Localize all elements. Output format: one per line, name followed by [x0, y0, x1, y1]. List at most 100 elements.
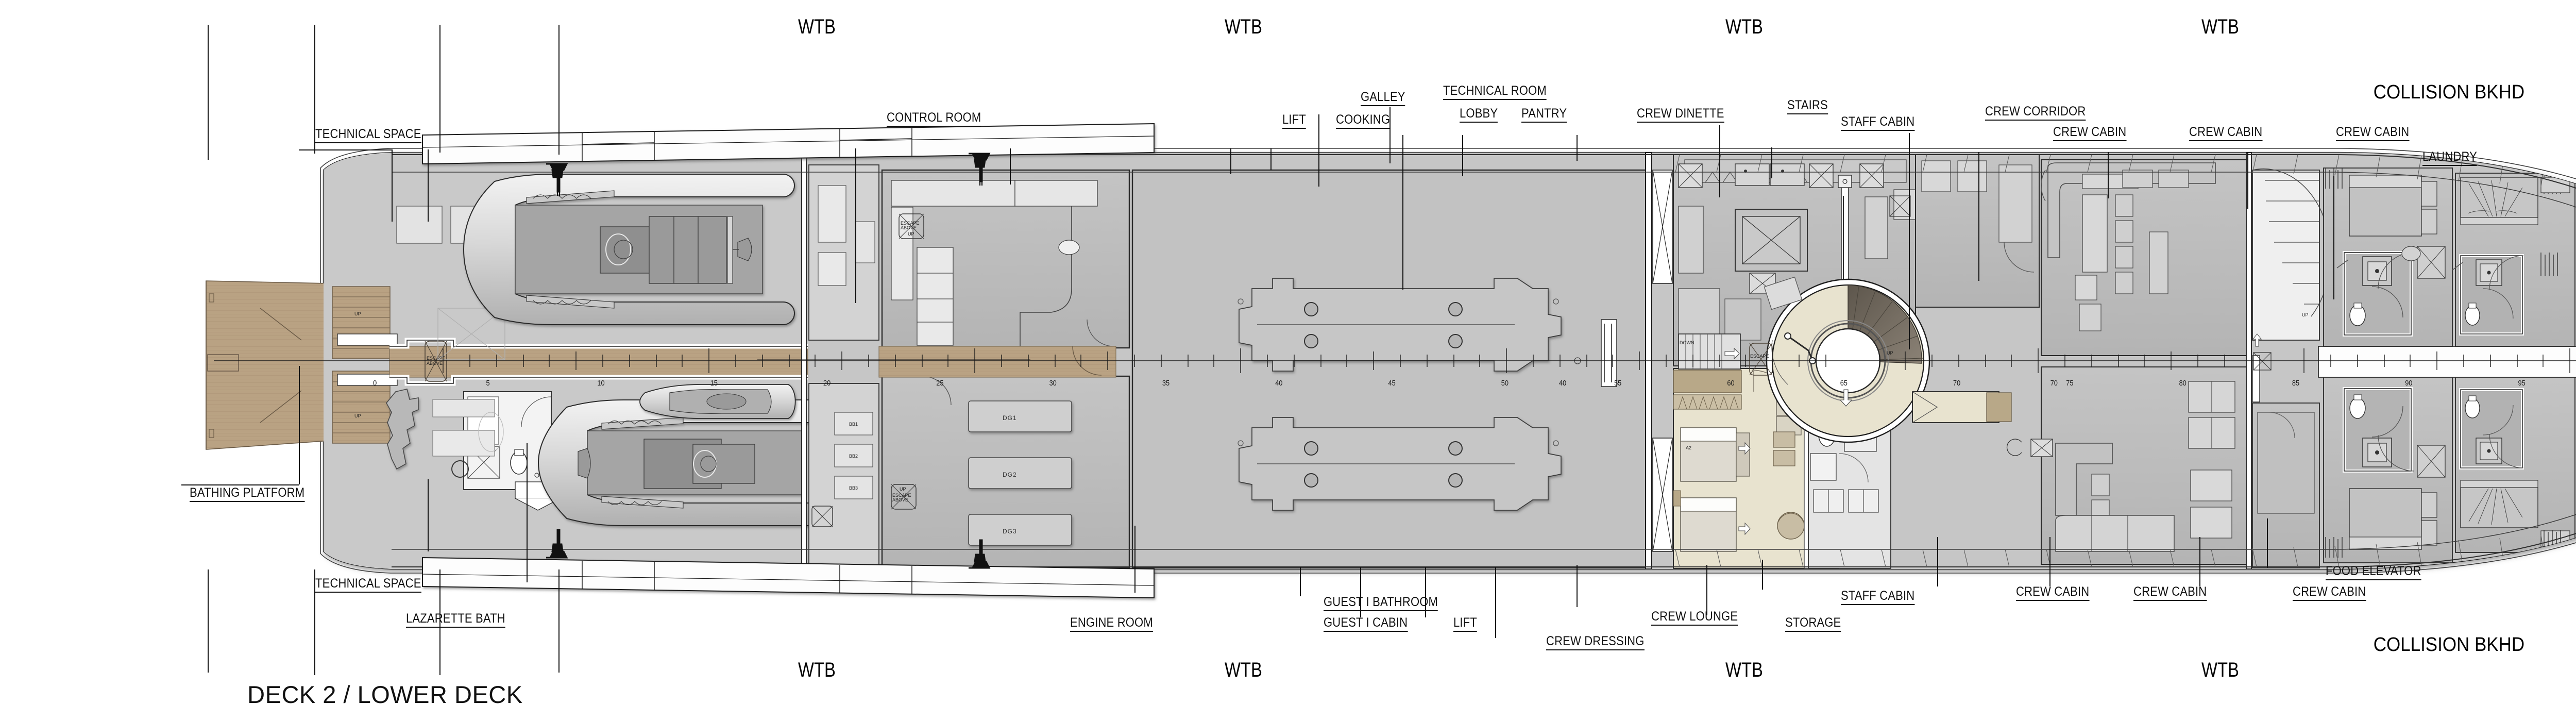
stern-stairs: UP UP: [332, 286, 398, 444]
station-numbers: 0 5 10 15 20 25 30 35 40 45 50 55 60 65 …: [373, 378, 2526, 387]
jet-tender: [639, 384, 796, 419]
svg-text:65: 65: [1840, 378, 1848, 387]
wtb-label-bottom-4: WTB: [2201, 659, 2240, 682]
label-lazarette-bath: LAZARETTE BATH: [406, 612, 506, 628]
leader-storage: [1706, 565, 1707, 615]
label-crew-cabin-2: CREW CABIN: [2189, 126, 2263, 142]
leader-guest-1-bathroom: [1300, 567, 1301, 596]
svg-text:A2: A2: [1686, 445, 1691, 450]
label-crew-cabin-6: CREW CABIN: [2292, 585, 2366, 601]
leader-laundry: [2333, 176, 2334, 299]
dg2-tag: DG2: [1003, 471, 1017, 478]
label-crew-cabin-1: CREW CABIN: [2053, 126, 2127, 142]
svg-text:ABOVE: ABOVE: [901, 225, 917, 230]
wtb-label-bottom-1: WTB: [798, 659, 836, 682]
label-guest-1-bathroom: GUEST I BATHROOM: [1323, 596, 1438, 612]
wtb-label-top-4: WTB: [2201, 15, 2240, 38]
label-bathing-platform: BATHING PLATFORM: [190, 487, 305, 502]
leader-control-room: [855, 148, 856, 303]
label-cooking: COOKING: [1335, 113, 1391, 129]
svg-text:0: 0: [373, 378, 377, 387]
leader-lift: [1230, 148, 1231, 174]
label-guest-1-cabin: GUEST I CABIN: [1323, 616, 1408, 632]
collision-bkhd-label-bottom: COLLISION BKHD: [2373, 634, 2524, 656]
label-crew-cabin-5: CREW CABIN: [2133, 585, 2207, 601]
svg-text:20: 20: [823, 378, 831, 387]
wtb-label-top-1: WTB: [798, 15, 836, 38]
svg-text:45: 45: [1388, 378, 1396, 387]
engine-room: [1131, 169, 1649, 569]
crew-dressing-stair: DOWN: [1678, 333, 1741, 370]
label-technical-space-upper: TECHNICAL SPACE: [315, 128, 421, 144]
leader-crew-cabin-3: [2247, 152, 2248, 209]
svg-text:70: 70: [1953, 378, 1960, 387]
garage-hatch-lower: [811, 506, 833, 527]
svg-text:10: 10: [597, 378, 604, 387]
collision-bkhd-label-top: COLLISION BKHD: [2373, 81, 2524, 104]
leader-lobby: [1402, 135, 1403, 290]
crew-stairs: UP: [2252, 168, 2331, 403]
svg-text:UP: UP: [2302, 312, 2309, 317]
wtb-engine-fwd: [1601, 319, 1617, 387]
leader-lift-lower: [1425, 567, 1426, 617]
svg-text:ABOVE: ABOVE: [427, 361, 443, 366]
dg3-tag: DG3: [1003, 528, 1017, 535]
svg-text:ABOVE: ABOVE: [892, 497, 908, 502]
lazarette-passage: [389, 346, 808, 378]
leader-technical-room: [1389, 107, 1391, 163]
leader-crew-corridor: [1909, 133, 1910, 349]
wtb-leader-top-3: [439, 25, 440, 153]
leader-crew-cabin-4: [1937, 537, 1938, 586]
escape-hatch-lobby: ESCAPE: [1749, 343, 1773, 376]
leader-crew-dinette: [1577, 135, 1578, 161]
leader-staff-cabin-lower: [1762, 560, 1763, 590]
label-pantry: PANTRY: [1521, 107, 1567, 123]
svg-text:UP: UP: [908, 231, 914, 237]
label-galley: GALLEY: [1360, 91, 1405, 107]
svg-text:90: 90: [2405, 378, 2412, 387]
wtb-label-top-3: WTB: [1725, 15, 1764, 38]
garage-lockers: BB1 BB2 BB3: [834, 412, 873, 499]
svg-text:ESCAPE: ESCAPE: [892, 493, 911, 498]
crew-lounge: [2006, 366, 2247, 565]
svg-text:40: 40: [1275, 378, 1282, 387]
wtb-label-top-2: WTB: [1224, 15, 1262, 38]
svg-text:40: 40: [1559, 378, 1566, 387]
davit-upper: [422, 123, 1155, 196]
svg-text:15: 15: [710, 378, 718, 387]
leader-food-elevator: [2267, 518, 2268, 568]
leader-crew-cabin-1: [1978, 152, 1979, 281]
wtb-leader-top-4: [558, 25, 560, 155]
wtb-label-bottom-2: WTB: [1224, 659, 1262, 682]
crew-dinette: [2041, 159, 2247, 356]
svg-text:ESCAPE: ESCAPE: [901, 221, 920, 226]
svg-text:50: 50: [1501, 378, 1509, 387]
label-stairs: STAIRS: [1787, 99, 1828, 115]
label-lift: LIFT: [1282, 113, 1306, 129]
leader-galley: [1318, 114, 1319, 187]
svg-text:UP: UP: [354, 311, 361, 316]
centerline-scale: 0 5 10 15 20 25 30 35 40 45 50 55 60 65 …: [214, 348, 2576, 387]
davit-lower: [422, 529, 1155, 599]
label-lift-lower: LIFT: [1453, 616, 1477, 632]
svg-text:30: 30: [1049, 378, 1057, 387]
svg-text:UP: UP: [354, 413, 361, 418]
leader-guest-1-cabin: [1360, 567, 1361, 617]
label-crew-dressing: CREW DRESSING: [1546, 635, 1645, 651]
galley-lift: [1678, 163, 1703, 188]
label-staff-cabin-upper: STAFF CABIN: [1841, 115, 1915, 131]
lift-shaft: [1735, 209, 1808, 272]
label-storage: STORAGE: [1785, 616, 1841, 632]
svg-text:DOWN: DOWN: [1680, 340, 1694, 345]
wtb-leader-bottom-2: [314, 569, 315, 675]
leader-technical-space-upper: [392, 149, 393, 222]
svg-text:35: 35: [1162, 378, 1170, 387]
dg1-tag: DG1: [1003, 414, 1017, 422]
wtb-leader-bottom-3: [439, 569, 440, 675]
svg-text:85: 85: [2292, 378, 2299, 387]
wtb-leader-top-2: [314, 25, 315, 154]
svg-text:UP: UP: [900, 487, 906, 492]
wtb-label-bottom-3: WTB: [1725, 659, 1764, 682]
label-staff-cabin-lower: STAFF CABIN: [1841, 590, 1915, 606]
